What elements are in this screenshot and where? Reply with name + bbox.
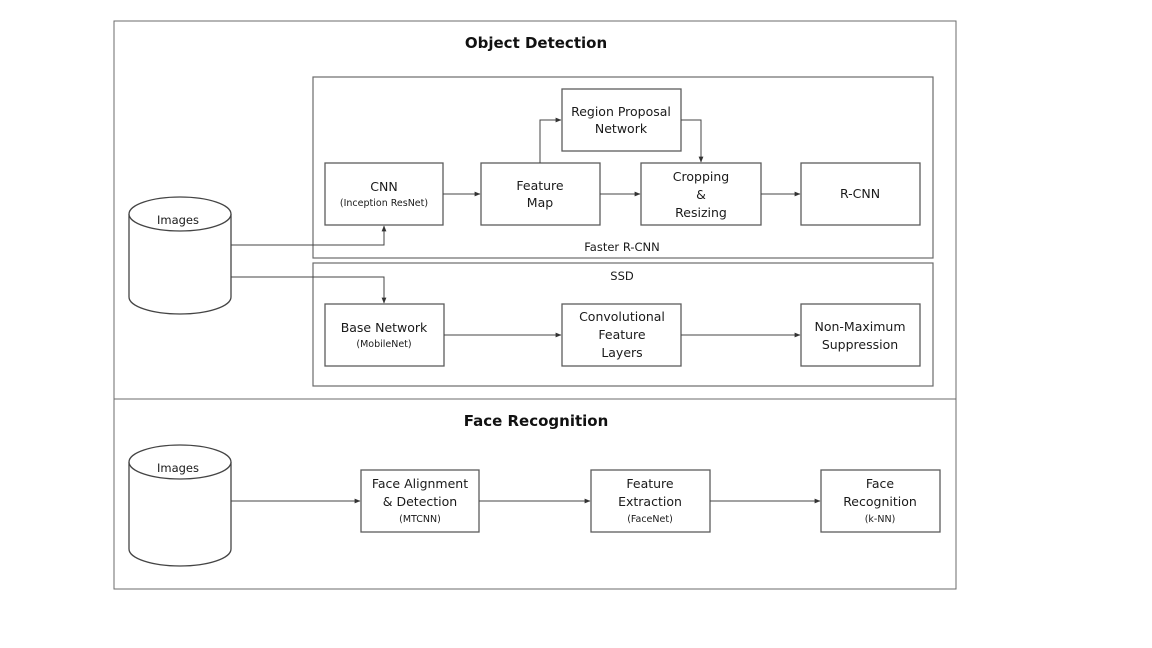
face-recognition-box: Face Recognition (k-NN) bbox=[820, 469, 941, 533]
object-detection-title: Object Detection bbox=[465, 34, 607, 52]
feature-map-label-2: Map bbox=[527, 195, 553, 210]
conv-layers-box: Convolutional Feature Layers bbox=[561, 303, 682, 367]
edge-rpn-to-cropping bbox=[681, 119, 704, 163]
rcnn-box: R-CNN bbox=[800, 162, 921, 226]
extraction-label-1: Feature bbox=[626, 476, 674, 491]
cnn-sublabel: (Inception ResNet) bbox=[340, 198, 428, 209]
face-recognition-title: Face Recognition bbox=[464, 412, 609, 430]
od-images-database: Images bbox=[128, 196, 232, 315]
edge-images-to-cnn bbox=[231, 225, 387, 246]
conv-label-2: Feature bbox=[598, 327, 646, 342]
edge-images-to-base-network bbox=[231, 276, 387, 304]
extraction-label-2: Extraction bbox=[618, 494, 682, 509]
alignment-sublabel: (MTCNN) bbox=[399, 514, 441, 525]
ssd-label: SSD bbox=[610, 269, 634, 283]
nms-label-2: Suppression bbox=[822, 337, 898, 352]
conv-label-1: Convolutional bbox=[579, 309, 665, 324]
fr-images-database: Images bbox=[128, 444, 232, 567]
region-proposal-box: Region Proposal Network bbox=[561, 88, 682, 152]
face-recognition-frame bbox=[113, 398, 957, 590]
extraction-sublabel: (FaceNet) bbox=[627, 514, 673, 525]
recognition-sublabel: (k-NN) bbox=[865, 514, 896, 525]
face-recognition-panel: Face Recognition Images Face Alignment &… bbox=[113, 398, 957, 590]
od-images-label: Images bbox=[157, 213, 199, 227]
edge-feature-map-to-rpn bbox=[539, 117, 562, 163]
nms-label-1: Non-Maximum bbox=[814, 319, 905, 334]
nms-box: Non-Maximum Suppression bbox=[800, 303, 921, 367]
alignment-label-1: Face Alignment bbox=[372, 476, 468, 491]
base-network-label: Base Network bbox=[341, 320, 428, 335]
recognition-label-2: Recognition bbox=[843, 494, 917, 509]
cnn-label: CNN bbox=[370, 179, 397, 194]
conv-label-3: Layers bbox=[601, 345, 642, 360]
faster-rcnn-label: Faster R-CNN bbox=[584, 240, 659, 254]
cropping-label-3: Resizing bbox=[675, 205, 727, 220]
feature-map-label-1: Feature bbox=[516, 178, 564, 193]
cropping-box: Cropping & Resizing bbox=[640, 162, 762, 226]
fr-images-label: Images bbox=[157, 461, 199, 475]
ssd-group: SSD Base Network (MobileNet) Convolution… bbox=[312, 262, 934, 387]
face-alignment-box: Face Alignment & Detection (MTCNN) bbox=[360, 469, 480, 533]
base-network-sublabel: (MobileNet) bbox=[356, 339, 411, 350]
feature-map-box: Feature Map bbox=[480, 162, 601, 226]
feature-extraction-box: Feature Extraction (FaceNet) bbox=[590, 469, 711, 533]
object-detection-panel: Object Detection Images Faster R-CNN CNN… bbox=[113, 20, 957, 400]
alignment-label-2: & Detection bbox=[383, 494, 457, 509]
rpn-label-2: Network bbox=[595, 121, 648, 136]
rcnn-label: R-CNN bbox=[840, 186, 880, 201]
cropping-label-1: Cropping bbox=[673, 169, 729, 184]
cropping-label-2: & bbox=[696, 187, 706, 202]
faster-rcnn-group: Faster R-CNN CNN (Inception ResNet) Feat… bbox=[312, 76, 934, 259]
base-network-box: Base Network (MobileNet) bbox=[324, 303, 445, 367]
cnn-box: CNN (Inception ResNet) bbox=[324, 162, 444, 226]
rpn-label-1: Region Proposal bbox=[571, 104, 671, 119]
recognition-label-1: Face bbox=[866, 476, 895, 491]
